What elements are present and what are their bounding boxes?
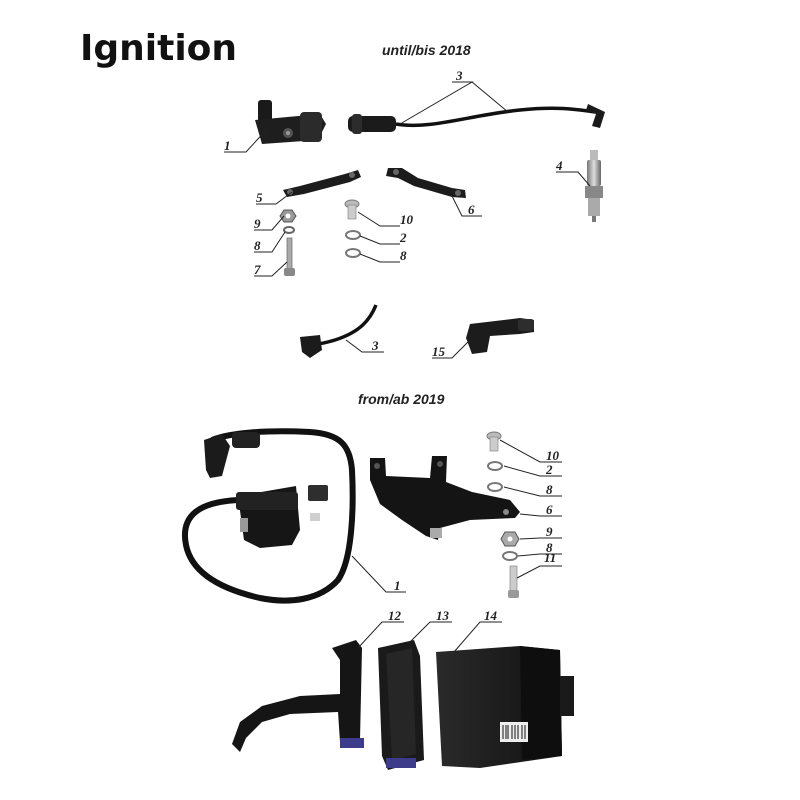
callout-1-top: 1 (224, 138, 231, 153)
callout-13: 13 (436, 608, 450, 623)
part-ecu-bracket (232, 640, 364, 752)
part-washer-8-bottom-2 (502, 551, 518, 561)
callout-10-top: 10 (400, 212, 414, 227)
part-nut-top (279, 209, 297, 223)
section-label-until-2018: until/bis 2018 (382, 42, 471, 58)
part-bolt-long (284, 237, 295, 276)
callout-3-top: 3 (455, 68, 463, 83)
callout-12: 12 (388, 608, 402, 623)
callout-10-bottom: 10 (546, 448, 560, 463)
part-screw-top (344, 199, 360, 220)
callout-numbers-top: 1 3 4 5 6 9 10 8 2 8 7 3 15 (224, 68, 563, 359)
part-washer-2-bottom (487, 461, 503, 471)
callout-11: 11 (544, 550, 556, 565)
page-title: Ignition (80, 28, 238, 69)
callout-15: 15 (432, 344, 446, 359)
callout-8-bottom: 8 (546, 482, 553, 497)
part-spark-plug-lead-mid (300, 304, 378, 358)
callout-6-bottom: 6 (546, 502, 553, 517)
part-bracket-left (283, 170, 361, 197)
part-bracket-right (386, 168, 466, 198)
part-ignition-coil-new (181, 428, 356, 604)
callout-1-bottom: 1 (394, 578, 401, 593)
callout-4: 4 (555, 158, 563, 173)
part-washer-left (283, 226, 295, 234)
part-plug-cap (466, 318, 534, 354)
callout-8-top-left: 8 (254, 238, 261, 253)
part-spark-plug (585, 150, 603, 222)
callout-2-bottom: 2 (545, 462, 553, 477)
callout-7: 7 (254, 262, 261, 277)
callout-9-top: 9 (254, 216, 261, 231)
part-washer-2-top (345, 230, 361, 240)
part-bracket-new (370, 456, 520, 540)
part-nut-bottom (500, 531, 520, 547)
callout-9-bottom: 9 (546, 524, 553, 539)
part-ignition-coil-old (255, 100, 326, 144)
callout-3-mid: 3 (371, 338, 379, 353)
callout-6-top: 6 (468, 202, 475, 217)
part-washer-8-top (345, 248, 361, 258)
callout-2-top: 2 (399, 230, 407, 245)
part-spark-plug-lead-top (348, 104, 605, 134)
part-washer-8-bottom (487, 482, 503, 492)
callout-8-top-right: 8 (400, 248, 407, 263)
part-ecu (436, 646, 574, 768)
section-label-from-2019: from/ab 2019 (358, 391, 445, 407)
callout-8-bottom-2: 8 (546, 540, 553, 555)
callout-14: 14 (484, 608, 498, 623)
part-bolt-11 (508, 565, 519, 598)
leader-lines (224, 81, 591, 653)
part-screw-bottom (486, 431, 502, 452)
callout-5: 5 (256, 190, 263, 205)
part-ecu-pad (378, 640, 424, 770)
callout-numbers-bottom: 10 2 8 6 9 8 11 1 12 13 14 (388, 448, 560, 623)
